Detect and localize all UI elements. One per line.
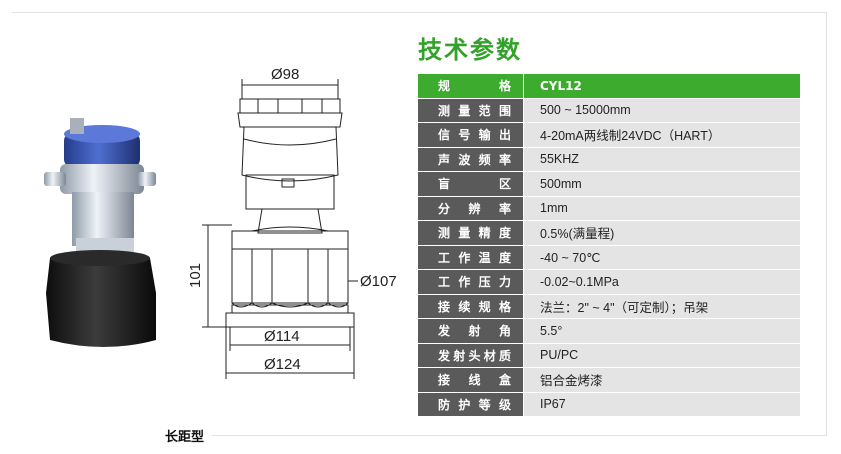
spec-value: 500 ~ 15000mm — [524, 98, 800, 122]
spec-value: -0.02~0.1MPa — [524, 270, 800, 294]
spec-title: 技术参数 — [418, 36, 522, 64]
spec-value: IP67 — [524, 392, 800, 416]
spec-label: 盲区 — [418, 172, 524, 196]
spec-value: 0.5%(满量程) — [524, 221, 800, 245]
spec-value: 500mm — [524, 172, 800, 196]
caption: 长距型 — [165, 430, 205, 445]
product-photo — [44, 118, 156, 347]
spec-label: 工作压力 — [418, 270, 524, 294]
dim-flange-outer: Ø124 — [264, 356, 301, 373]
spec-value: PU/PC — [524, 343, 800, 367]
spec-label: 工作温度 — [418, 245, 524, 269]
spec-value: 铝合金烤漆 — [524, 368, 800, 392]
page-frame — [12, 12, 827, 436]
spec-row: 工作压力-0.02~0.1MPa — [418, 270, 800, 294]
spec-header-row: 规格 CYL12 — [418, 74, 800, 98]
spec-value: 法兰：2" ~ 4"（可定制）；吊架 — [524, 294, 800, 318]
spec-label: 防护等级 — [418, 392, 524, 416]
spec-value: 4-20mA两线制24VDC（HART） — [524, 123, 800, 147]
spec-value: -40 ~ 70℃ — [524, 245, 800, 269]
spec-label: 发射角 — [418, 319, 524, 343]
dim-top-diameter: Ø98 — [271, 66, 299, 83]
frame-bottom-line — [212, 435, 827, 436]
spec-label: 测量范围 — [418, 98, 524, 122]
dim-height: 101 — [187, 263, 204, 288]
spec-value: 1mm — [524, 196, 800, 220]
spec-label: 接线盒 — [418, 368, 524, 392]
spec-header-value: CYL12 — [524, 74, 800, 98]
spec-row: 接线盒铝合金烤漆 — [418, 368, 800, 392]
spec-label: 信号输出 — [418, 123, 524, 147]
dim-flange-inner: Ø114 — [264, 328, 300, 345]
spec-label: 发射头材质 — [418, 343, 524, 367]
dimension-drawing: Ø98 101 Ø107 Ø114 Ø124 — [187, 66, 397, 379]
spec-label: 接续规格 — [418, 294, 524, 318]
spec-label: 测量精度 — [418, 221, 524, 245]
spec-row: 工作温度-40 ~ 70℃ — [418, 245, 800, 269]
dim-side-diameter: Ø107 — [360, 273, 397, 290]
spec-row: 接续规格法兰：2" ~ 4"（可定制）；吊架 — [418, 294, 800, 318]
spec-label: 声波频率 — [418, 147, 524, 171]
spec-header-label: 规格 — [418, 74, 524, 98]
spec-value: 55KHZ — [524, 147, 800, 171]
spec-value: 5.5° — [524, 319, 800, 343]
spec-label: 分辨率 — [418, 196, 524, 220]
